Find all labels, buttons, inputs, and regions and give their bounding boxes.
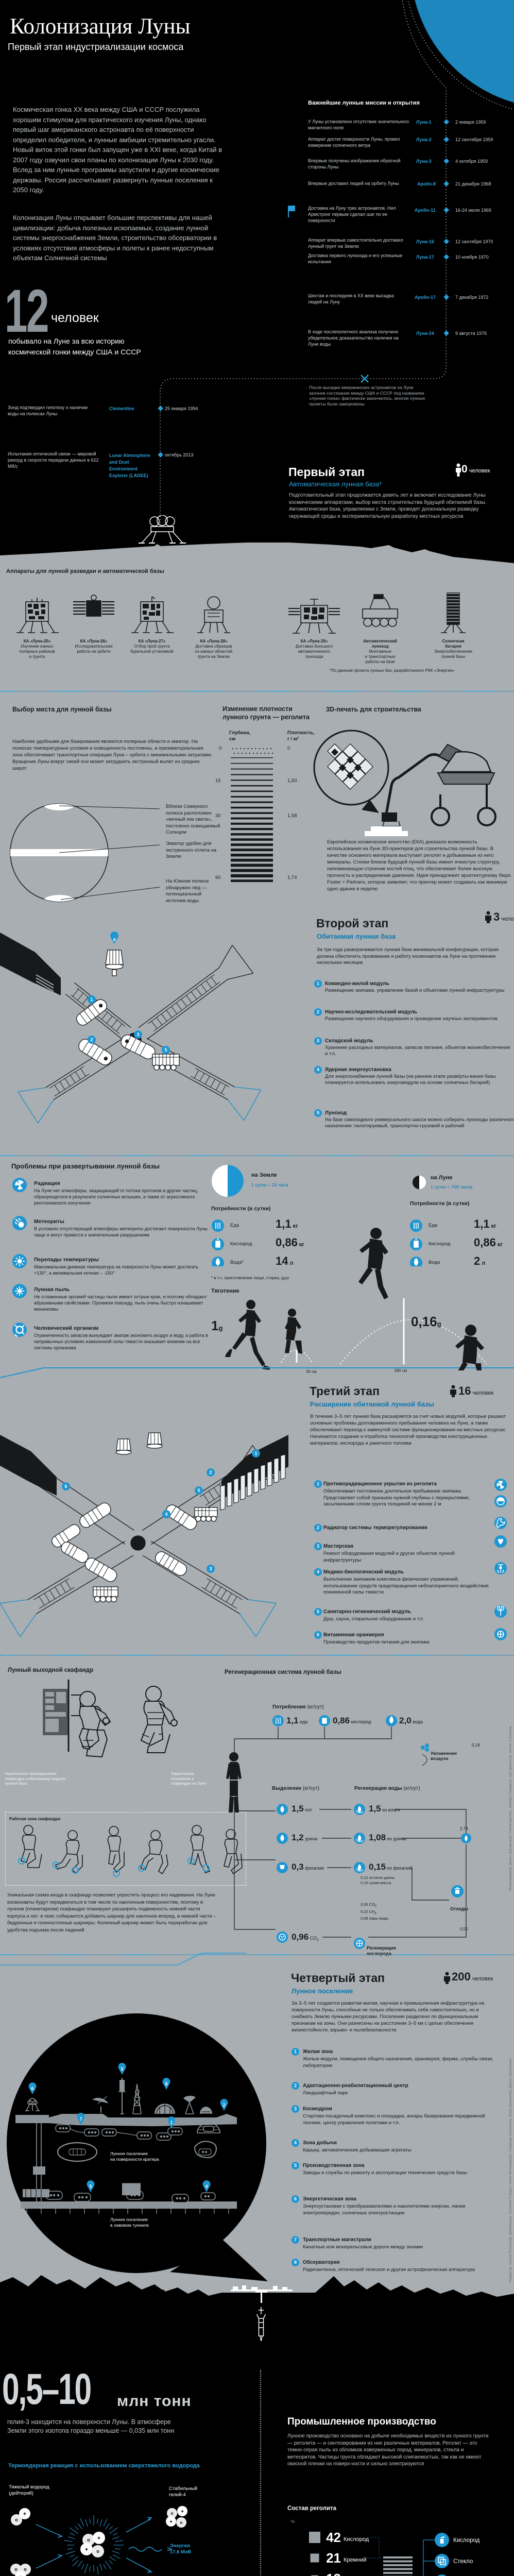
svg-text:Лунное поселение: Лунное поселение — [110, 2217, 148, 2222]
svg-text:o: o — [96, 2549, 99, 2554]
svg-text:+: + — [19, 2574, 22, 2576]
svg-text:2: 2 — [209, 1470, 212, 1475]
svg-text:в лавовом туннеле: в лавовом туннеле — [110, 2223, 149, 2228]
svg-text:6: 6 — [64, 1484, 67, 1489]
svg-text:o: o — [14, 2567, 18, 2572]
svg-text:1: 1 — [90, 997, 93, 1002]
svg-text:+: + — [23, 2511, 26, 2517]
svg-text:5: 5 — [89, 2184, 92, 2189]
svg-text:3: 3 — [136, 1032, 139, 1037]
svg-text:Стекло: Стекло — [453, 2558, 473, 2565]
svg-text:1: 1 — [170, 2120, 173, 2125]
svg-text:5: 5 — [164, 1047, 167, 1053]
svg-text:Лунное поселение: Лунное поселение — [110, 2151, 148, 2156]
svg-text:2: 2 — [90, 1037, 93, 1042]
svg-text:Кислород: Кислород — [453, 2537, 480, 2544]
svg-text:42: 42 — [326, 2530, 341, 2545]
svg-text:o: o — [15, 2517, 18, 2522]
svg-text:+: + — [85, 2547, 88, 2553]
svg-text:o: o — [171, 2511, 174, 2516]
svg-text:o: o — [180, 2520, 183, 2525]
svg-text:1: 1 — [254, 1451, 257, 1456]
svg-text:8: 8 — [165, 2081, 167, 2087]
svg-text:4: 4 — [165, 1512, 167, 1517]
svg-text:Кремний: Кремний — [344, 2557, 367, 2563]
svg-text:3: 3 — [209, 1566, 212, 1571]
svg-text:7: 7 — [79, 2116, 82, 2122]
svg-text:Кислород: Кислород — [344, 2536, 369, 2543]
svg-text:13: 13 — [326, 2571, 341, 2576]
svg-text:o: o — [87, 2537, 90, 2543]
svg-text:o: o — [24, 2567, 27, 2572]
svg-text:2: 2 — [222, 2103, 225, 2108]
svg-text:+: + — [97, 2535, 100, 2541]
svg-text:21: 21 — [326, 2550, 341, 2566]
svg-text:+: + — [181, 2509, 184, 2515]
svg-text:4: 4 — [205, 2184, 208, 2189]
svg-text:+: + — [169, 2519, 173, 2525]
svg-text:4: 4 — [113, 937, 115, 942]
svg-text:5: 5 — [197, 1488, 200, 1493]
svg-text:3: 3 — [121, 2066, 123, 2072]
svg-text:на поверхности кратера: на поверхности кратера — [110, 2157, 159, 2162]
svg-text:6: 6 — [31, 2086, 33, 2091]
